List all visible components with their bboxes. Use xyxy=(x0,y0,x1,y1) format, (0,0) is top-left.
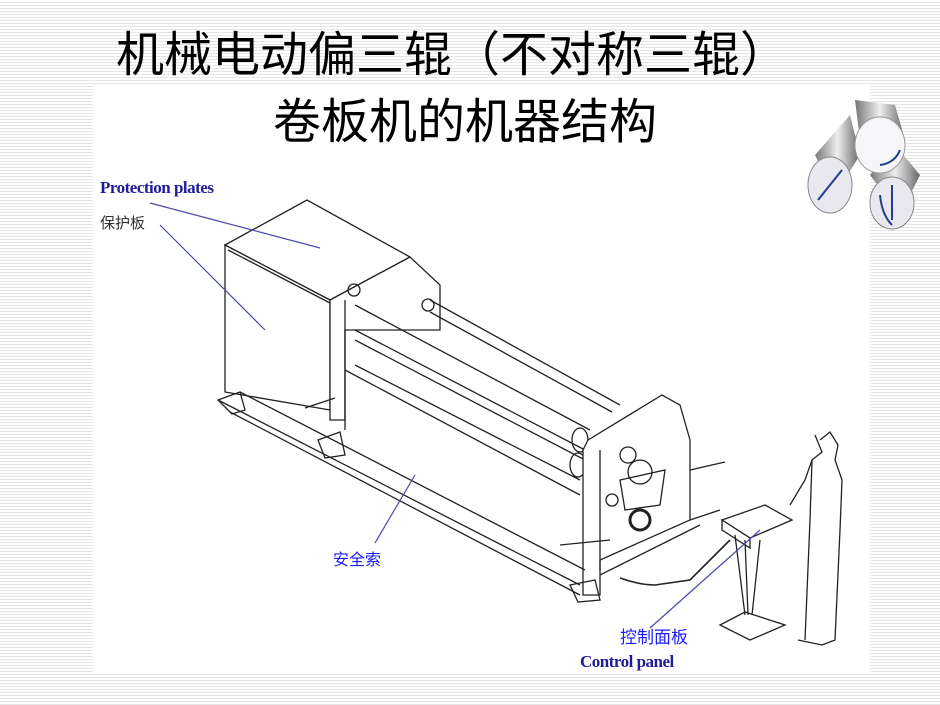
control-cable xyxy=(619,539,731,586)
label-control-panel-en: Control panel xyxy=(580,652,674,671)
base-frame xyxy=(216,391,726,603)
operator-figure xyxy=(789,431,843,646)
label-safety-rope: 安全索 xyxy=(333,550,382,569)
slide-title-line1: 机械电动偏三辊（不对称三辊） xyxy=(115,27,788,83)
slide-title-line2: 卷板机的机器结构 xyxy=(272,94,657,150)
right-frame xyxy=(582,394,691,596)
three-rollers-icon xyxy=(800,85,925,230)
control-panel-console xyxy=(718,504,794,641)
label-protection-plates-zh: 保护板 xyxy=(100,214,146,232)
label-protection-plates-en: Protection plates xyxy=(100,178,214,197)
label-control-panel-zh: 控制面板 xyxy=(620,628,688,648)
leader-lines xyxy=(149,202,761,629)
left-frame xyxy=(329,256,441,430)
